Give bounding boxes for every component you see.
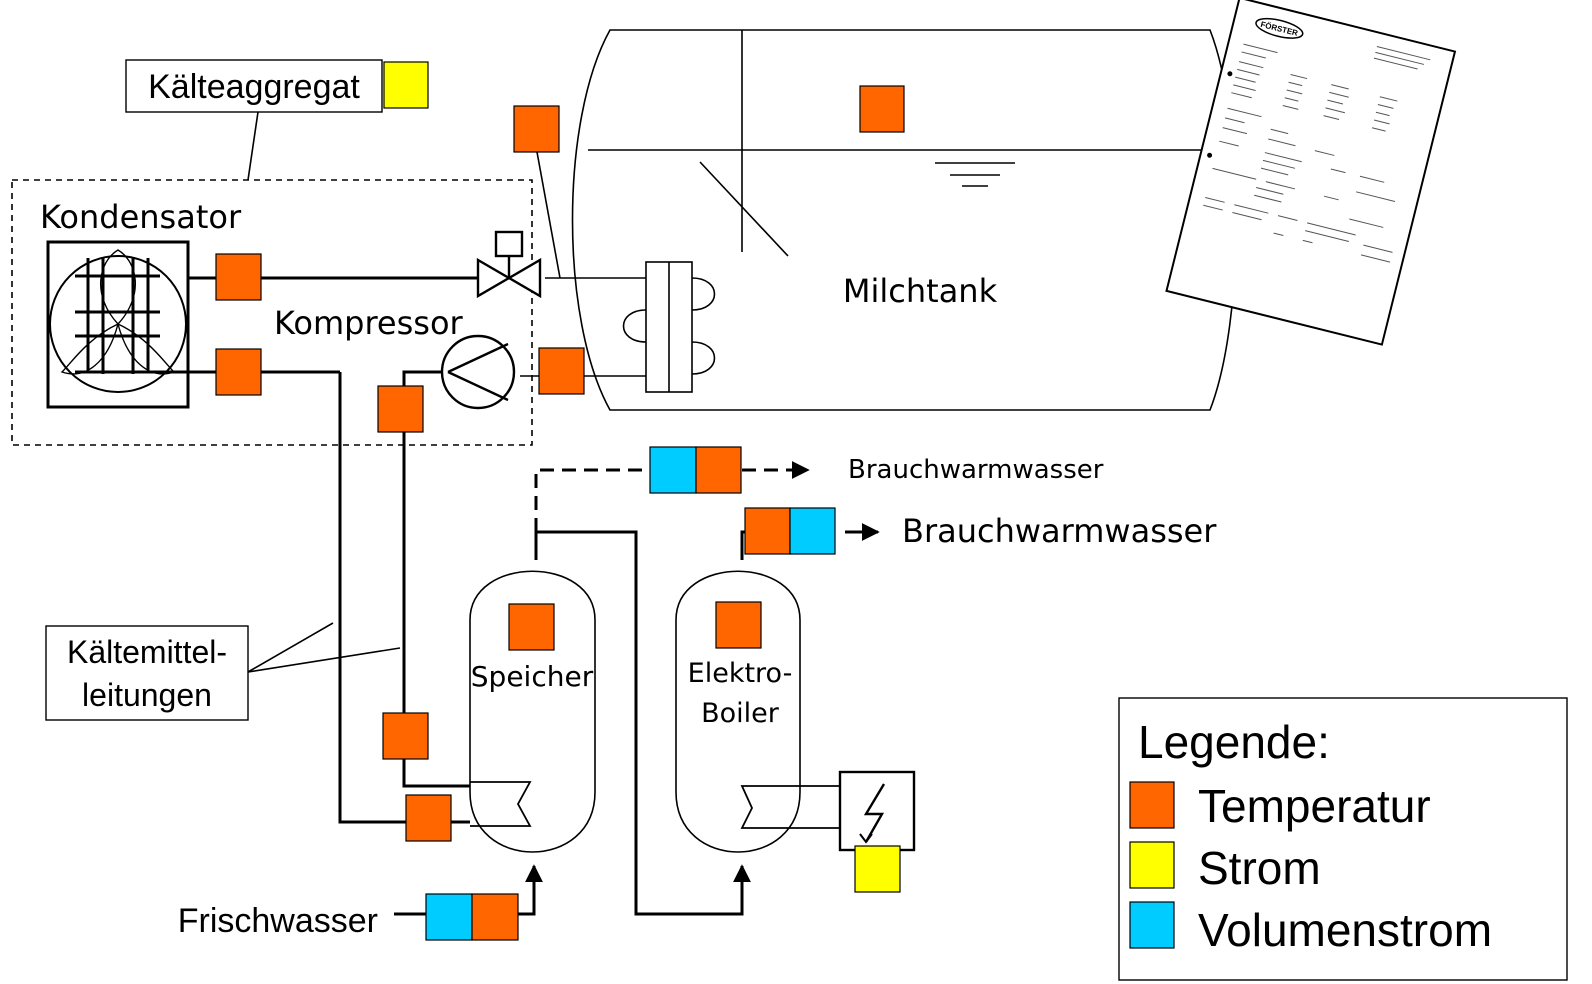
kondensator-label: Kondensator	[40, 198, 242, 236]
temperature-sensor-speicher	[509, 604, 554, 650]
elektro-boiler-label-2: Boiler	[701, 698, 780, 729]
legend-title: Legende:	[1138, 716, 1330, 768]
kaeltemittel-pointer-2	[248, 648, 400, 672]
temperature-sensor-hotwater	[745, 508, 790, 554]
temperature-sensor-frischwasser	[472, 894, 518, 940]
strom-sensor-kaelteaggregat	[384, 62, 428, 108]
elektro-boiler-label-1: Elektro-	[688, 658, 793, 689]
flow-sensor-hotwater	[790, 508, 835, 554]
legend-swatch-temperatur	[1130, 782, 1174, 828]
electric-heater-icon	[840, 772, 914, 850]
frischwasser-label: Frischwasser	[178, 902, 378, 940]
flow-sensor-dashed-hotwater	[650, 447, 696, 493]
temperature-sensor-condenser-in	[216, 349, 261, 395]
stirrer-blade	[700, 162, 788, 256]
legend-swatch-strom	[1130, 842, 1174, 888]
flow-sensor-frischwasser	[426, 894, 472, 940]
legend: Legende: Temperatur Strom Volumenstrom	[1119, 698, 1567, 980]
temperature-sensor-evaporator	[514, 106, 559, 152]
liquid-level-icon	[935, 163, 1015, 186]
temperature-sensor-condenser-out	[216, 254, 261, 300]
brauchwarmwasser-dashed-label: Brauchwarmwasser	[848, 455, 1104, 485]
kompressor-label: Kompressor	[274, 304, 464, 342]
legend-label-volumenstrom: Volumenstrom	[1198, 904, 1492, 956]
temperature-sensor-refrigerant-2	[406, 795, 451, 841]
condenser-fan-icon	[48, 242, 215, 407]
expansion-valve-icon	[478, 232, 540, 296]
kaeltemittel-label-1: Kältemittel-	[67, 634, 227, 670]
kaelteaggregat-pointer	[248, 112, 258, 180]
milchtank-label: Milchtank	[843, 272, 998, 310]
document-image: FÖRSTER	[1166, 0, 1454, 345]
legend-label-temperatur: Temperatur	[1198, 780, 1431, 832]
temperature-sensor-refrigerant-1	[383, 713, 428, 759]
legend-swatch-volumenstrom	[1130, 902, 1174, 948]
brauchwarmwasser-label: Brauchwarmwasser	[902, 512, 1217, 550]
temperature-sensor-boiler	[716, 602, 761, 648]
sensors	[216, 62, 904, 940]
temperature-sensor-suction	[539, 348, 584, 394]
speicher-label: Speicher	[471, 660, 594, 693]
compressor-icon	[442, 336, 514, 408]
temperature-sensor-dashed-hotwater	[696, 447, 741, 493]
temperature-sensor-milchtank	[860, 86, 904, 132]
kaelteaggregat-label: Kälteaggregat	[148, 68, 360, 106]
legend-label-strom: Strom	[1198, 842, 1321, 894]
kaeltemittel-label-2: leitungen	[82, 677, 212, 713]
strom-sensor-heater	[855, 846, 900, 892]
temperature-sensor-discharge	[378, 386, 423, 432]
